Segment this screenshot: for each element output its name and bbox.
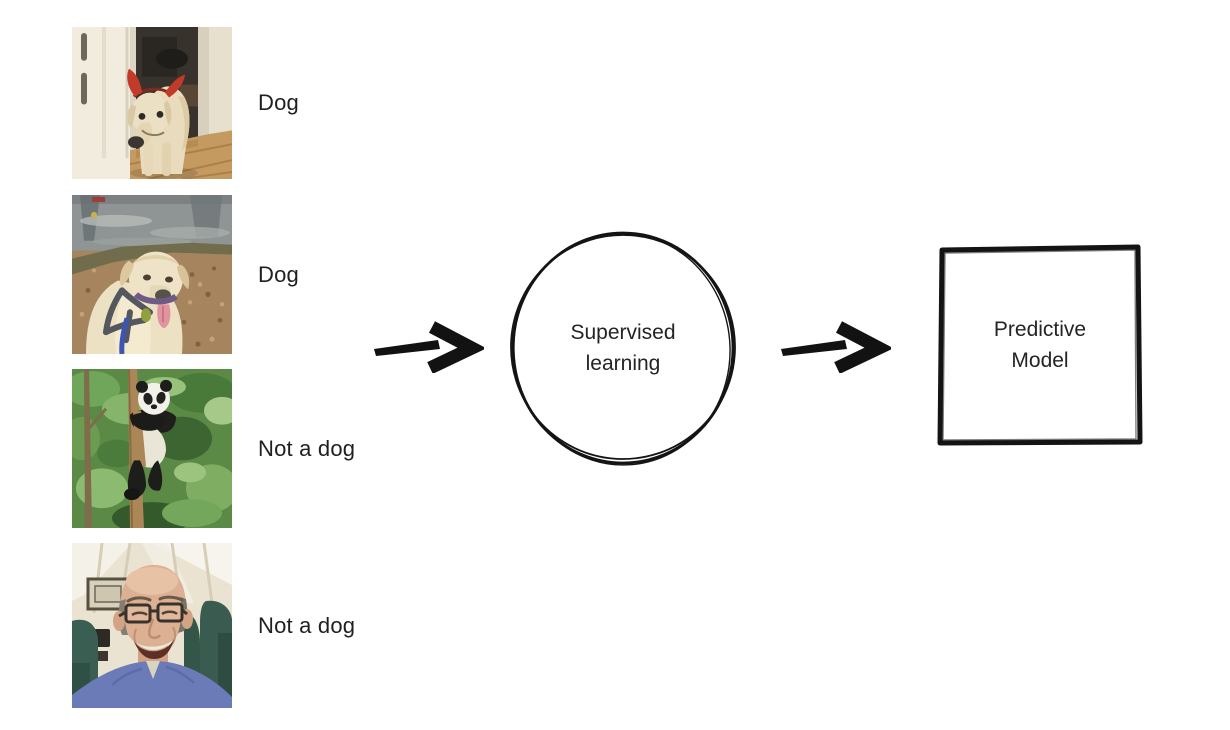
man-selfie-illustration: [72, 543, 232, 708]
output-node-label: Predictive Model: [993, 317, 1087, 372]
photo-labrador-lake: [72, 195, 232, 354]
arrow-right-glyph: [781, 321, 891, 373]
training-example-1: Dog: [72, 27, 299, 179]
training-example-3: Not a dog: [72, 369, 355, 528]
output-node-predictive-model: Predictive Model: [936, 243, 1144, 447]
example-label-dog-2: Dog: [258, 261, 299, 287]
training-example-2: Dog: [72, 195, 299, 354]
arrow-right-icon-2: [779, 321, 891, 373]
panda-tree-illustration: [72, 369, 232, 528]
arrow-right-glyph: [374, 321, 484, 373]
photo-dog-devil-horns: [72, 27, 232, 179]
process-node-label: Supervised learning: [570, 320, 676, 375]
photo-man-selfie: [72, 543, 232, 708]
arrow-right-icon-1: [372, 321, 484, 373]
process-node-label-wrap: Supervised learning: [508, 226, 738, 470]
output-node-label-wrap: Predictive Model: [936, 243, 1144, 447]
labrador-lake-illustration: [72, 195, 232, 354]
sketch-circle-shape: [510, 231, 736, 466]
example-label-not-dog-1: Not a dog: [258, 435, 356, 461]
training-example-4: Not a dog: [72, 543, 355, 708]
photo-panda-tree: [72, 369, 232, 528]
example-label-dog-1: Dog: [258, 90, 299, 115]
dog-devil-horns-illustration: [72, 27, 232, 179]
sketch-square-shape: [937, 244, 1143, 446]
example-label-not-dog-2: Not a dog: [258, 612, 356, 638]
process-node-supervised-learning: Supervised learning: [508, 226, 738, 470]
